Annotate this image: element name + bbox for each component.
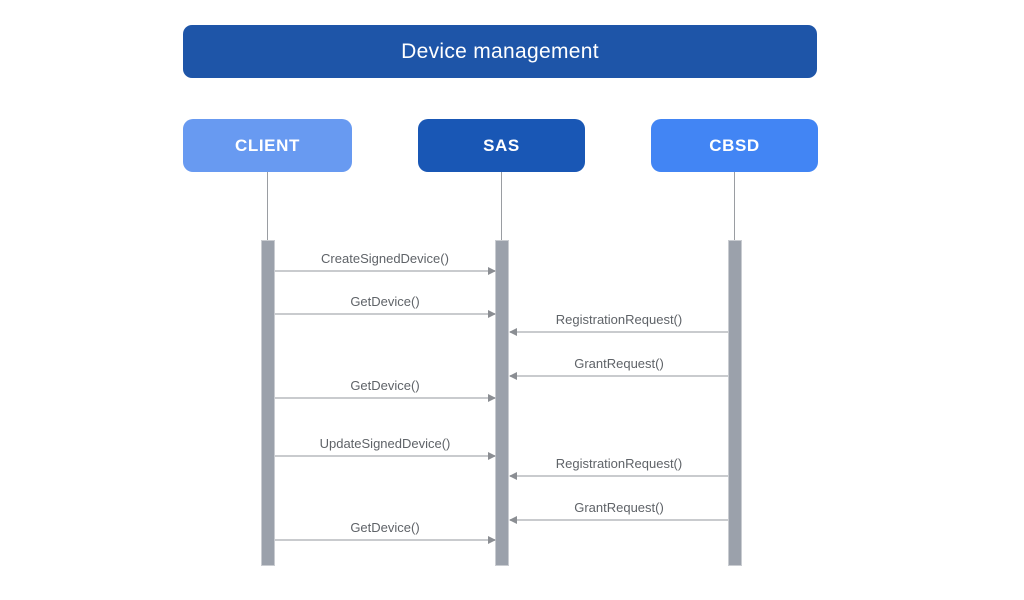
message-label: RegistrationRequest() [555,456,683,471]
message-registration-request-2: RegistrationRequest() [509,451,728,480]
message-line [510,475,728,477]
arrow-right-icon [488,394,496,402]
message-label: RegistrationRequest() [555,312,683,327]
actor-label-cbsd: CBSD [709,135,760,155]
arrow-right-icon [488,536,496,544]
arrow-left-icon [509,472,517,480]
message-label: GrantRequest() [574,500,664,515]
message-grant-request-1: GrantRequest() [509,351,728,380]
message-grant-request-2: GrantRequest() [509,495,728,524]
message-line [510,375,728,377]
activation-bar-sas [495,240,509,566]
activation-bar-client [261,240,275,566]
diagram-title-bar: Device management [183,25,817,78]
arrow-right-icon [488,267,496,275]
message-get-device-1: GetDevice() [275,289,496,318]
message-update-signed-device: UpdateSignedDevice() [275,431,496,460]
diagram-title: Device management [401,39,599,63]
activation-bar-cbsd [728,240,742,566]
message-label: GrantRequest() [574,356,664,371]
message-line [275,313,495,315]
arrow-right-icon [488,452,496,460]
message-registration-request-1: RegistrationRequest() [509,307,728,336]
message-label: GetDevice() [350,294,420,309]
arrow-left-icon [509,328,517,336]
message-line [275,455,495,457]
lifeline-cbsd [734,172,735,240]
message-get-device-2: GetDevice() [275,373,496,402]
message-label: UpdateSignedDevice() [319,436,451,451]
actor-box-sas: SAS [418,119,585,172]
message-line [275,539,495,541]
message-get-device-3: GetDevice() [275,515,496,544]
message-line [275,270,495,272]
actor-label-sas: SAS [483,135,520,155]
message-label: GetDevice() [350,378,420,393]
actor-label-client: CLIENT [235,135,300,155]
arrow-left-icon [509,372,517,380]
lifeline-client [267,172,268,240]
message-label: GetDevice() [350,520,420,535]
message-label: CreateSignedDevice() [321,251,449,266]
lifeline-sas [501,172,502,240]
arrow-left-icon [509,516,517,524]
message-line [510,519,728,521]
message-create-signed-device: CreateSignedDevice() [275,246,496,275]
actor-box-cbsd: CBSD [651,119,818,172]
arrow-right-icon [488,310,496,318]
actor-box-client: CLIENT [183,119,352,172]
message-line [275,397,495,399]
message-line [510,331,728,333]
